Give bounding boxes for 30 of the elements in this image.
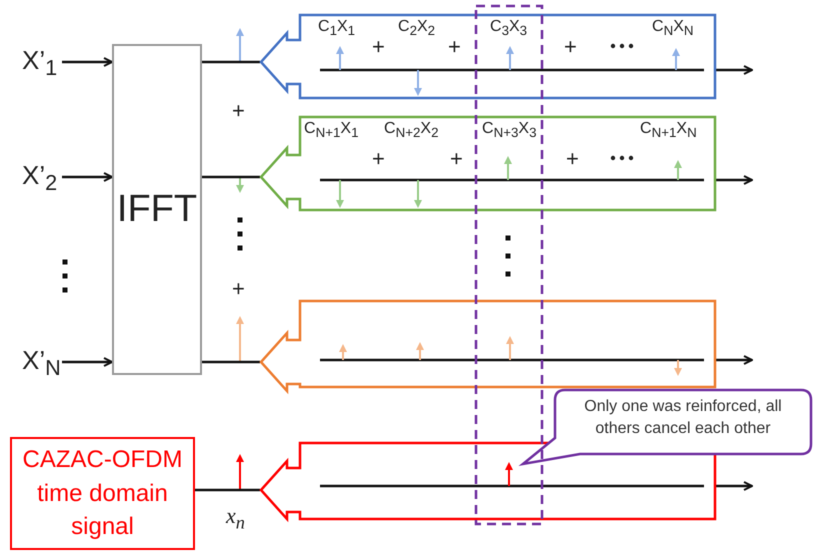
plus-sign: + (566, 146, 579, 172)
arrow (716, 481, 753, 491)
term-label: C$_{2}$X$_{2}$ (398, 18, 436, 38)
arrow (62, 357, 113, 367)
plus-sign: + (450, 146, 463, 172)
term-label: C$_{N+1}$X$_{N}$ (640, 120, 697, 140)
arrow (716, 355, 753, 365)
term-label: C$_{N}$X$_{N}$ (652, 18, 694, 38)
arrow (62, 172, 113, 182)
plus-sign: + (232, 98, 245, 124)
term-label: C$_{3}$X$_{3}$ (490, 18, 528, 38)
arrow (716, 65, 753, 75)
input-label: X’$_{1}$ (22, 45, 58, 82)
term-label: C$_{N+1}$X$_{1}$ (304, 120, 358, 140)
plus-sign: + (372, 34, 385, 60)
term-label: C$_{1}$X$_{1}$ (318, 18, 356, 38)
signal-label: x$_{n}$ (226, 503, 245, 534)
plus-sign: + (232, 276, 245, 302)
arrow (716, 175, 753, 185)
input-label: X’$_{2}$ (22, 160, 58, 196)
process-box: IFFT (112, 44, 202, 375)
input-label: X’$_{N}$ (22, 345, 61, 382)
term-label: C$_{N+2}$X$_{2}$ (384, 120, 438, 140)
signal-box: CAZAC-OFDM time domain signal (10, 437, 195, 550)
arrow (62, 57, 113, 67)
plus-sign: + (564, 34, 577, 60)
term-label: C$_{N+3}$X$_{3}$ (482, 120, 536, 140)
note-text: Only one was reinforced, all others cancel each other (583, 397, 783, 439)
plus-sign: + (372, 146, 385, 172)
plus-sign: + (448, 34, 461, 60)
